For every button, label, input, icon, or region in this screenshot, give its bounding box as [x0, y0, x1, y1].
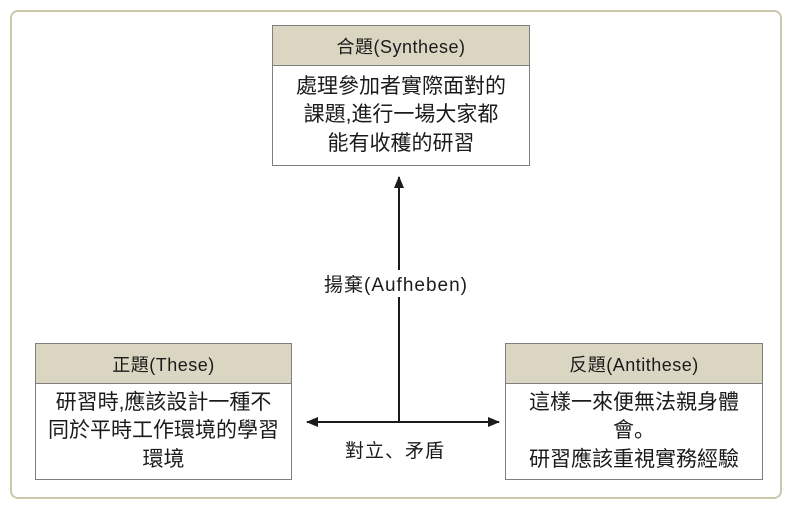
synthese-box: 合題(Synthese) 處理參加者實際面對的 課題,進行一場大家都 能有收穫的… — [272, 25, 530, 166]
synthese-box-body: 處理參加者實際面對的 課題,進行一場大家都 能有收穫的研習 — [296, 74, 506, 155]
these-box-header: 正題(These) — [36, 344, 291, 384]
antithese-box: 反題(Antithese) 這樣一來便無法親身體會。 研習應該重視實務經驗 — [505, 343, 763, 480]
synthese-box-header: 合題(Synthese) — [273, 26, 529, 66]
opposition-label: 對立、矛盾 — [337, 436, 453, 463]
these-box: 正題(These) 研習時,應該設計一種不 同於平時工作環境的學習 環境 — [35, 343, 292, 480]
these-box-body: 研習時,應該設計一種不 同於平時工作環境的學習 環境 — [48, 390, 279, 471]
antithese-box-body: 這樣一來便無法親身體會。 研習應該重視實務經驗 — [529, 390, 739, 471]
antithese-box-header: 反題(Antithese) — [506, 344, 762, 384]
aufheben-label: 揚棄(Aufheben) — [316, 270, 476, 297]
